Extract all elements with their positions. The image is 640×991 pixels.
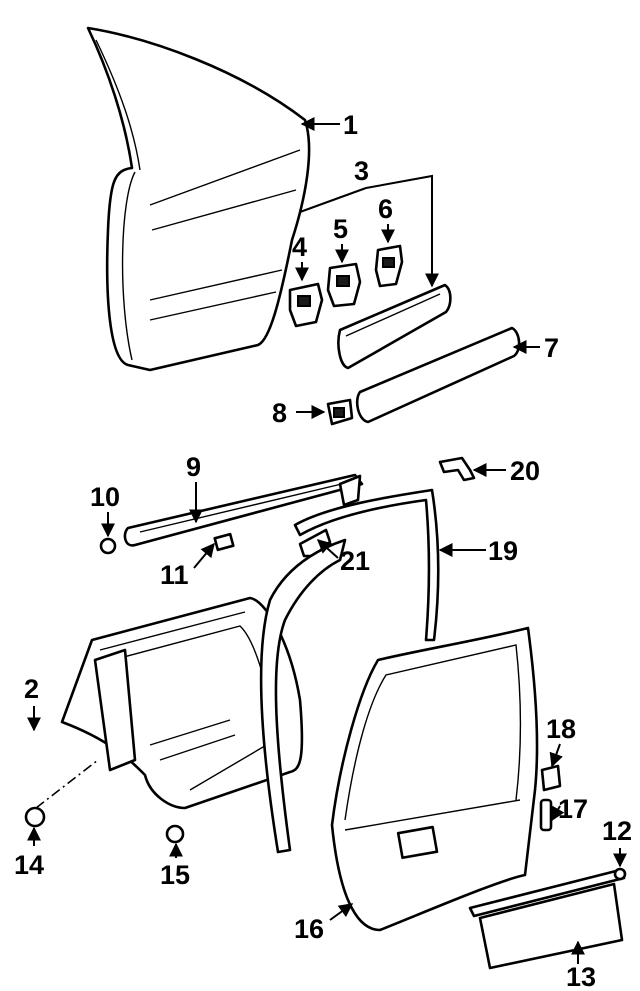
callout-20: 20 (510, 456, 540, 486)
clip-18 (540, 764, 562, 792)
lower-molding (355, 326, 521, 424)
callout-16: 16 (294, 914, 324, 944)
callout-leaders (27, 117, 627, 964)
callout-7: 7 (544, 333, 559, 363)
callout-15: 15 (160, 860, 190, 890)
molding-clip-5 (326, 262, 362, 308)
callout-1: 1 (343, 110, 358, 140)
bolt-15 (165, 824, 185, 844)
belt-weatherstrip (123, 473, 364, 547)
door-outer-panel (86, 26, 311, 372)
clip-17 (539, 798, 553, 832)
glass-run-channel (293, 488, 440, 642)
clip-11 (213, 532, 235, 552)
callout-4: 4 (292, 232, 307, 262)
bracket-20 (438, 456, 476, 482)
callout-11: 11 (160, 560, 189, 590)
plug-14 (24, 806, 46, 828)
callout-18: 18 (546, 714, 576, 744)
nut-10 (99, 537, 117, 555)
molding-clip-4 (288, 282, 324, 328)
inner-door-panel (330, 626, 539, 932)
alignment-line (35, 759, 99, 809)
callout-5: 5 (333, 214, 348, 244)
callout-10: 10 (90, 482, 120, 512)
callout-labels: 1 2 3 4 5 6 7 8 9 10 11 12 13 14 15 16 1… (14, 110, 632, 991)
callout-14: 14 (14, 850, 44, 880)
callout-21: 21 (340, 546, 370, 576)
molding-clip-8 (326, 398, 354, 426)
callout-6: 6 (378, 194, 393, 224)
callout-13: 13 (566, 962, 596, 991)
door-frame (259, 538, 347, 854)
body-side-molding (337, 283, 452, 370)
trim-panel (468, 867, 627, 970)
callout-8: 8 (272, 398, 287, 428)
callout-12: 12 (602, 816, 632, 846)
callout-2: 2 (24, 674, 39, 704)
callout-3: 3 (354, 156, 369, 186)
callout-19: 19 (488, 536, 518, 566)
callout-9: 9 (186, 452, 201, 482)
callout-17: 17 (558, 794, 588, 824)
molding-clip-6 (374, 244, 404, 288)
